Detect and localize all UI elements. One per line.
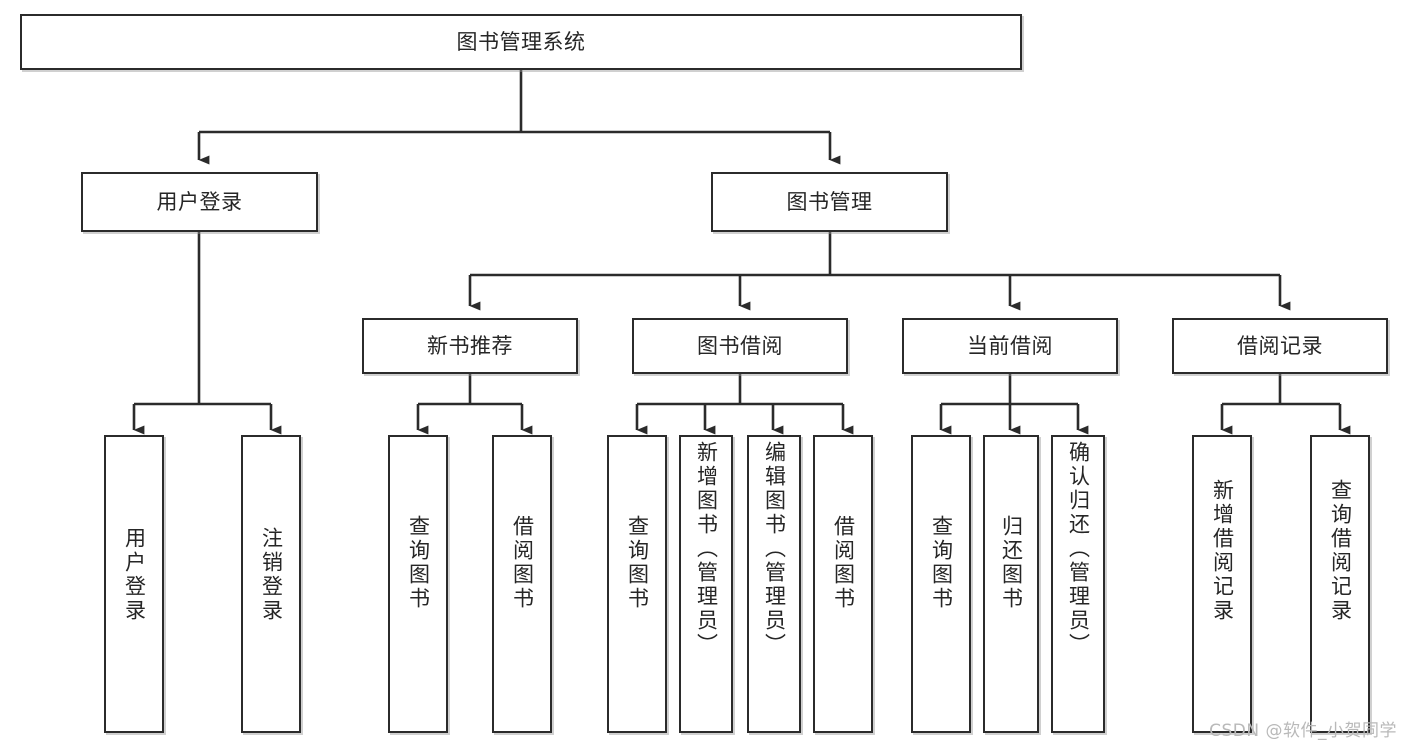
node-book-manage[interactable]: 图书管理	[711, 172, 948, 232]
node-root[interactable]: 图书管理系统	[20, 14, 1022, 70]
leaf-add-record[interactable]: 新增借阅记录	[1192, 435, 1252, 733]
leaf-query-book-3[interactable]: 查询图书	[911, 435, 971, 733]
leaf-query-book-1[interactable]: 查询图书	[388, 435, 448, 733]
leaf-query-book-1-label: 查询图书	[406, 515, 431, 611]
leaf-query-book-3-label: 查询图书	[929, 515, 954, 611]
leaf-query-book-2-label: 查询图书	[625, 515, 650, 611]
leaf-user-login[interactable]: 用户登录	[104, 435, 164, 733]
leaf-edit-book[interactable]: 编辑图书（管理员）	[747, 435, 801, 733]
node-new-book-recommend[interactable]: 新书推荐	[362, 318, 578, 374]
leaf-query-record[interactable]: 查询借阅记录	[1310, 435, 1370, 733]
leaf-borrow-book-2[interactable]: 借阅图书	[813, 435, 873, 733]
leaf-user-login-label: 用户登录	[122, 527, 147, 623]
node-root-label: 图书管理系统	[456, 29, 586, 54]
node-current-borrow-label: 当前借阅	[967, 333, 1053, 358]
node-borrow-record[interactable]: 借阅记录	[1172, 318, 1388, 374]
leaf-add-record-label: 新增借阅记录	[1210, 479, 1235, 623]
leaf-confirm-return-label: 确认归还（管理员）	[1066, 441, 1091, 657]
node-book-borrow[interactable]: 图书借阅	[632, 318, 848, 374]
leaf-borrow-book-2-label: 借阅图书	[831, 515, 856, 611]
leaf-add-book[interactable]: 新增图书（管理员）	[679, 435, 733, 733]
node-book-manage-label: 图书管理	[786, 189, 873, 214]
watermark-text: CSDN @软件_小贺同学	[1209, 721, 1397, 741]
node-user-login-label: 用户登录	[156, 189, 243, 214]
node-borrow-record-label: 借阅记录	[1237, 333, 1323, 358]
node-book-borrow-label: 图书借阅	[697, 333, 783, 358]
leaf-return-book-label: 归还图书	[999, 515, 1024, 611]
leaf-logout[interactable]: 注销登录	[241, 435, 301, 733]
leaf-edit-book-label: 编辑图书（管理员）	[762, 441, 787, 657]
leaf-return-book[interactable]: 归还图书	[983, 435, 1039, 733]
node-new-book-recommend-label: 新书推荐	[427, 333, 513, 358]
leaf-borrow-book-1-label: 借阅图书	[510, 515, 535, 611]
leaf-add-book-label: 新增图书（管理员）	[694, 441, 719, 657]
leaf-logout-label: 注销登录	[259, 527, 284, 623]
node-current-borrow[interactable]: 当前借阅	[902, 318, 1118, 374]
leaf-confirm-return[interactable]: 确认归还（管理员）	[1051, 435, 1105, 733]
leaf-borrow-book-1[interactable]: 借阅图书	[492, 435, 552, 733]
node-user-login[interactable]: 用户登录	[81, 172, 318, 232]
leaf-query-book-2[interactable]: 查询图书	[607, 435, 667, 733]
leaf-query-record-label: 查询借阅记录	[1328, 479, 1353, 623]
